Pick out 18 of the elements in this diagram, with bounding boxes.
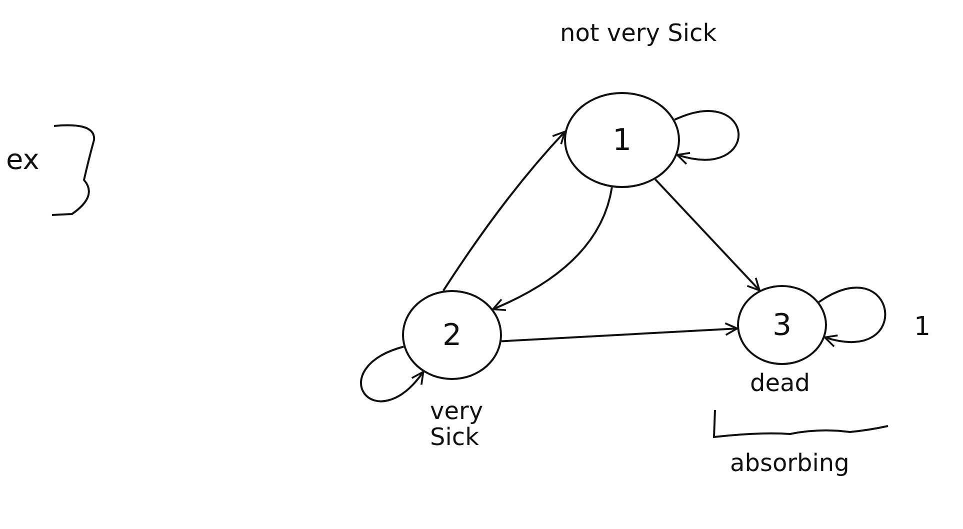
state-circle xyxy=(402,290,502,380)
self-loop-arrow xyxy=(818,286,886,346)
self-loop-arrow xyxy=(360,346,424,402)
state-number: 1 xyxy=(612,122,632,158)
transition-arrow xyxy=(654,178,760,292)
self-loop-arrow xyxy=(674,110,740,164)
state-caption: dead xyxy=(750,370,810,396)
state-caption: absorbing xyxy=(730,450,850,476)
state-number: 2 xyxy=(442,318,462,352)
example-label: ex xyxy=(6,145,40,176)
transition-arrow xyxy=(442,130,566,292)
transition-arrow xyxy=(492,187,613,311)
state-number: 3 xyxy=(772,308,792,342)
transition-arrow xyxy=(501,322,738,342)
state-caption: not very Sick xyxy=(560,20,717,46)
state-caption: very Sick xyxy=(430,398,484,451)
state-circle xyxy=(564,92,680,188)
state-circle xyxy=(737,285,827,365)
